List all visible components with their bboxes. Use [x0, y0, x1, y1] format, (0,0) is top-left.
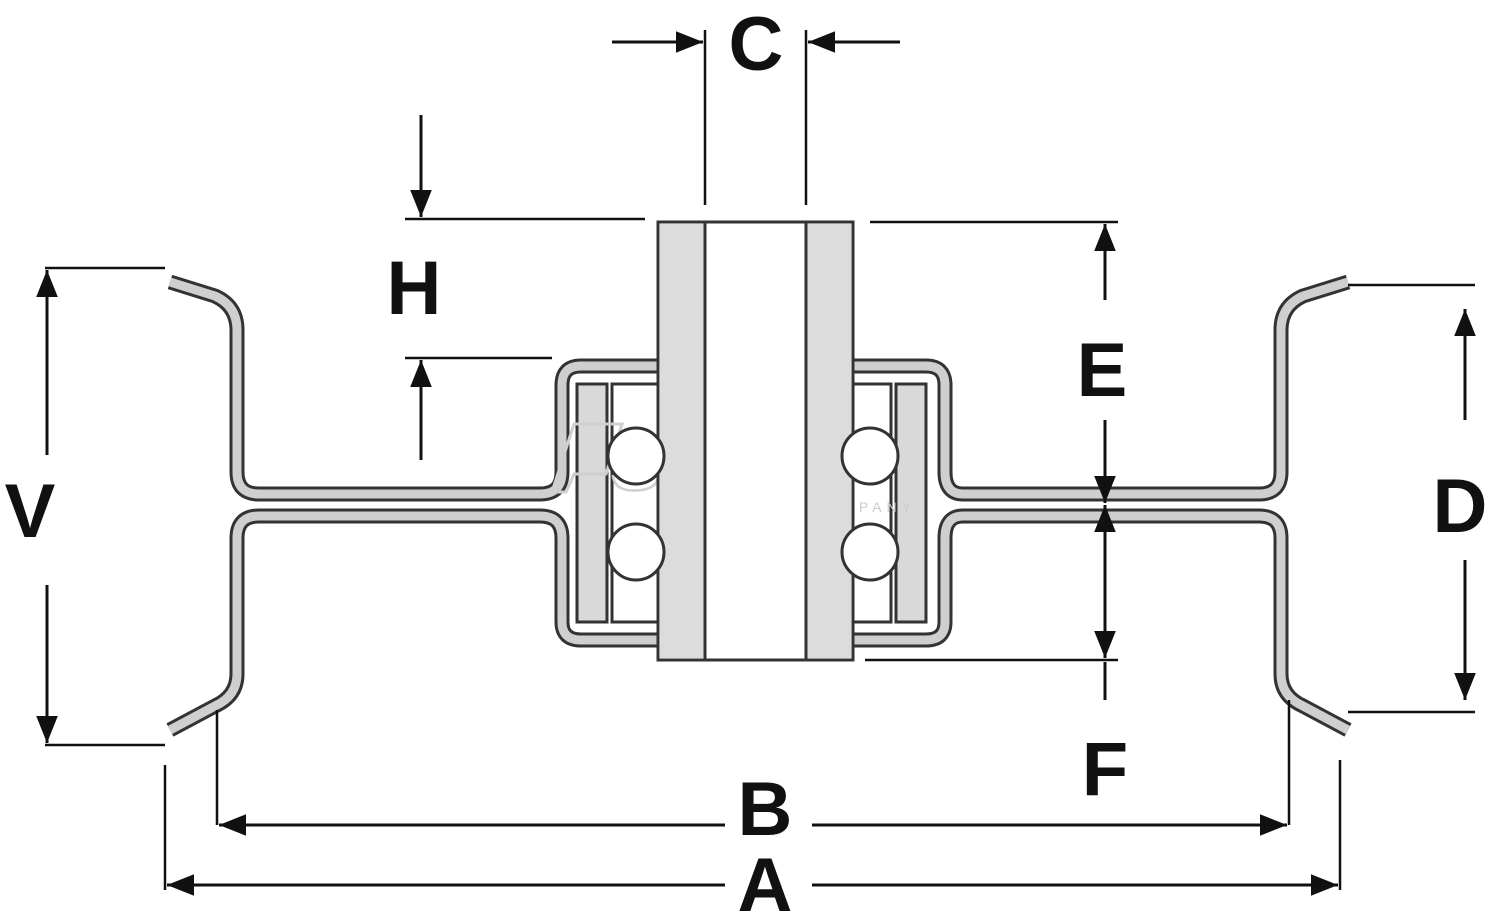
- label-e: E: [1077, 328, 1128, 413]
- stens-logo-icon: [549, 422, 625, 494]
- label-b: B: [738, 767, 793, 852]
- label-f: F: [1082, 727, 1128, 812]
- label-c: C: [729, 2, 784, 87]
- label-a: A: [738, 843, 793, 921]
- extension-lines: [45, 30, 1475, 890]
- pulley-hub: [656, 220, 855, 662]
- label-d: D: [1433, 464, 1488, 549]
- bearing-right: [851, 382, 928, 624]
- label-h: H: [387, 246, 442, 331]
- bearing-balls: [606, 426, 900, 582]
- label-v: V: [5, 469, 56, 554]
- dimension-labels: C H E F V D B A: [5, 2, 1488, 921]
